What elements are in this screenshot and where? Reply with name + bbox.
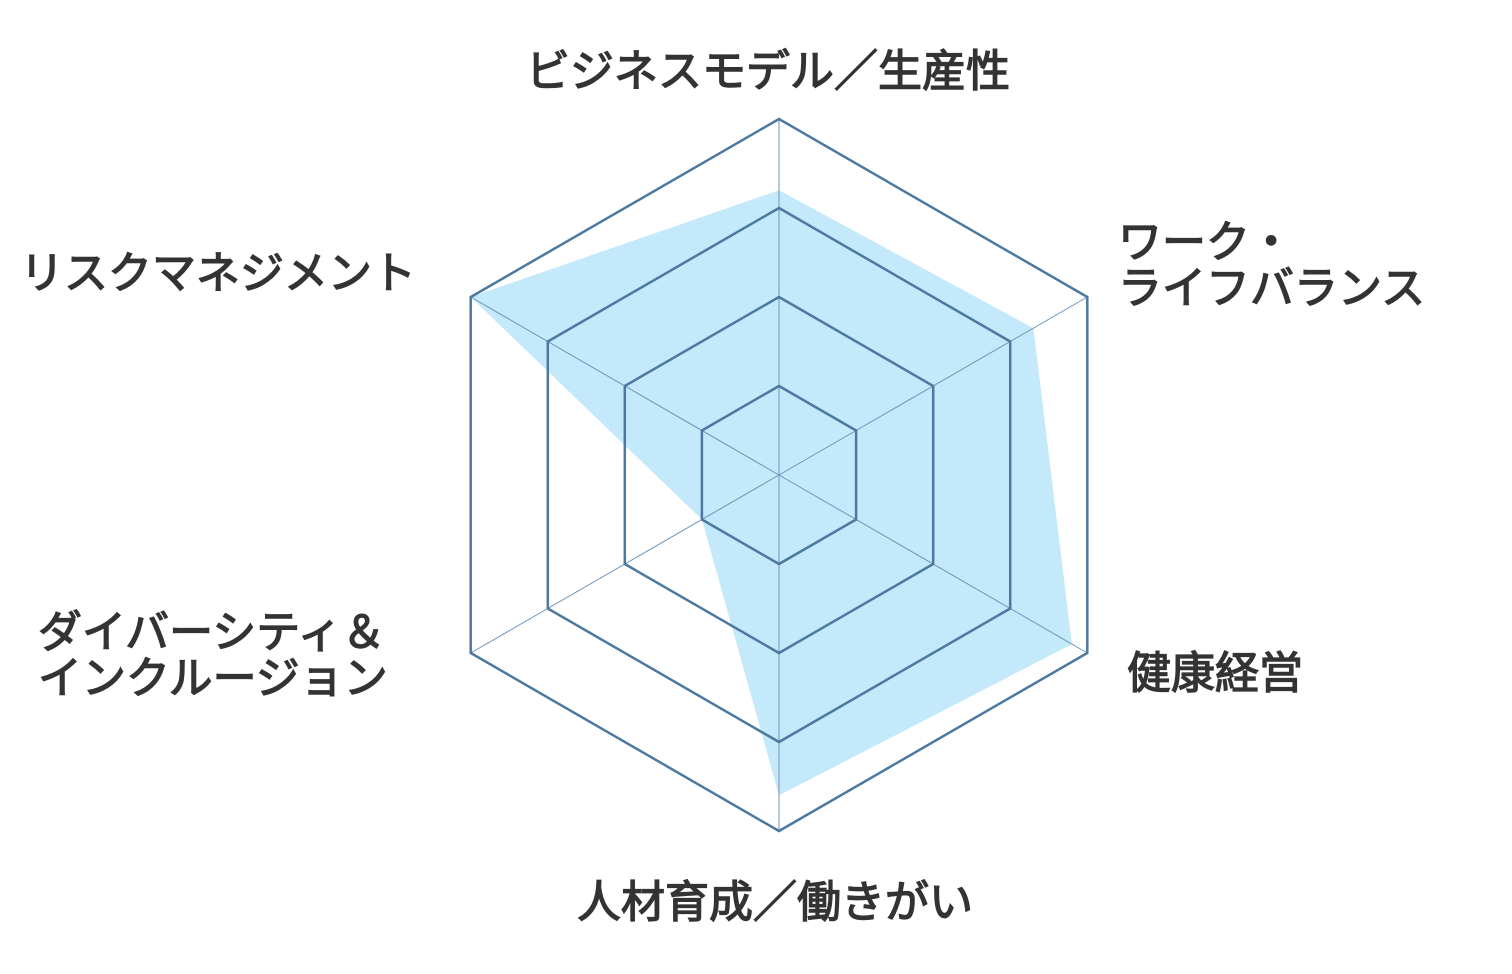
data-area bbox=[470, 190, 1072, 796]
grid-layer bbox=[469, 117, 1089, 833]
data-area-layer bbox=[470, 190, 1072, 796]
axis-label-4-line-1: 人材育成／働きがい bbox=[577, 877, 973, 928]
axis-label-1-line-1: ビジネスモデル／生産性 bbox=[526, 46, 1010, 97]
axis-label-6: リスクマネジメント bbox=[20, 248, 416, 299]
grid-ring-1 bbox=[700, 384, 858, 566]
axis-label-2-line-1: ワーク・ bbox=[1118, 217, 1293, 268]
grid-ring-2 bbox=[623, 295, 935, 655]
axis-label-5: ダイバーシティ＆インクルージョン bbox=[38, 607, 388, 704]
grid-ring-3 bbox=[546, 206, 1012, 744]
axis-label-5-line-1: ダイバーシティ＆ bbox=[38, 607, 386, 658]
axis-label-2: ワーク・ライフバランス bbox=[1118, 217, 1425, 314]
axis-label-6-line-1: リスクマネジメント bbox=[20, 248, 416, 299]
axis-label-2-line-2: ライフバランス bbox=[1118, 263, 1425, 314]
axis-label-3-line-1: 健康経営 bbox=[1127, 648, 1303, 699]
axis-label-1: ビジネスモデル／生産性 bbox=[526, 46, 1010, 97]
grid-ring-4 bbox=[469, 117, 1089, 833]
axis-label-4: 人材育成／働きがい bbox=[577, 877, 973, 928]
axis-label-5-line-2: インクルージョン bbox=[38, 653, 388, 704]
axis-label-3: 健康経営 bbox=[1127, 648, 1303, 699]
